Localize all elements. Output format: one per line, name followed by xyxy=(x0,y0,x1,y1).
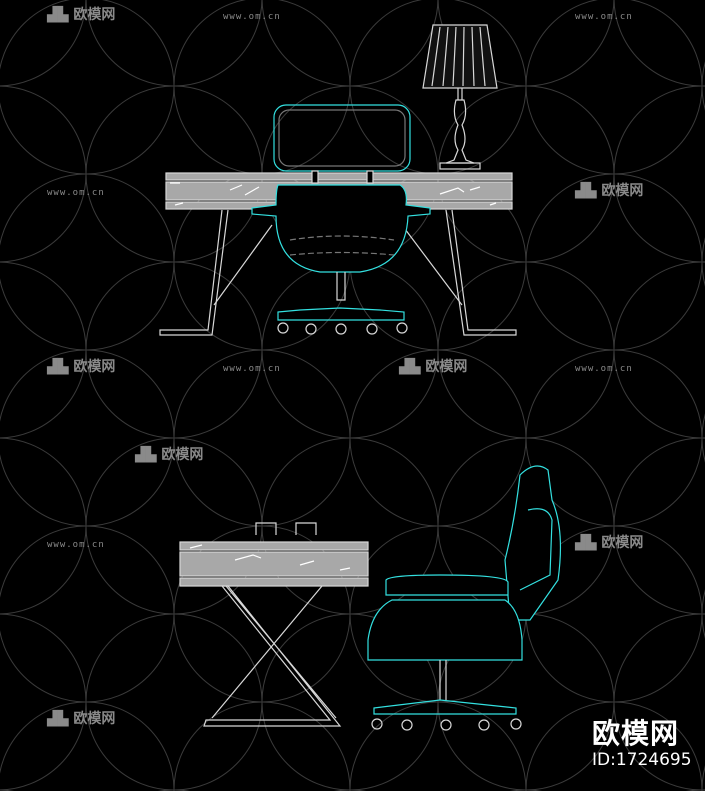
watermark-logo: ▟▙ 欧模网 xyxy=(134,445,203,463)
office-chair-front-view xyxy=(251,104,431,335)
watermark-logo: ▟▙ 欧模网 xyxy=(574,533,643,551)
office-chair-side-view xyxy=(367,465,561,731)
watermark-logo: ▟▙ 欧模网 xyxy=(46,5,115,23)
table-lamp xyxy=(422,24,498,170)
watermark-url: www.om.cn xyxy=(223,364,281,374)
watermark-url: www.om.cn xyxy=(575,364,633,374)
watermark-logo: ▟▙ 欧模网 xyxy=(574,181,643,199)
watermark-url: www.om.cn xyxy=(223,12,281,22)
brand-stamp: 欧模网 ID:1724695 xyxy=(592,717,692,771)
watermark-logo: ▟▙ 欧模网 xyxy=(46,357,115,375)
watermark-url: www.om.cn xyxy=(47,188,105,198)
brand-name: 欧模网 xyxy=(592,717,680,750)
desk-side-view xyxy=(179,522,369,727)
watermark-url: www.om.cn xyxy=(575,12,633,22)
watermark-logo: ▟▙ 欧模网 xyxy=(46,709,115,727)
model-id: ID:1724695 xyxy=(592,750,692,770)
watermark-url: www.om.cn xyxy=(47,540,105,550)
watermark-logo: ▟▙ 欧模网 xyxy=(398,357,467,375)
